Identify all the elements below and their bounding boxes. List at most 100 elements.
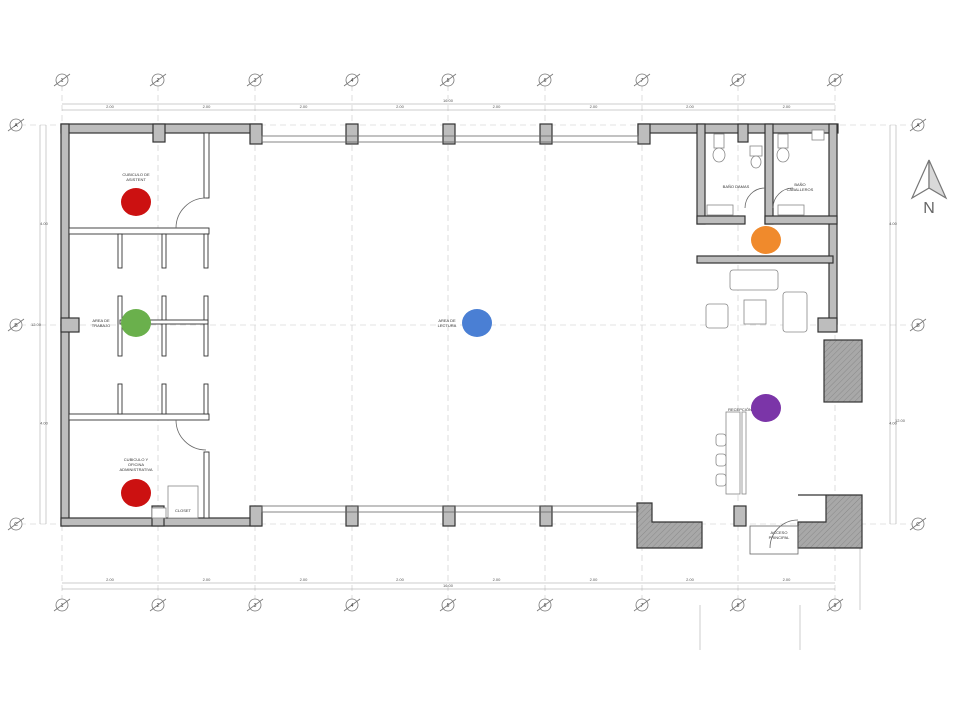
axis-bubble-bottom-1: 1 — [53, 598, 71, 612]
room-label-closet: CLOSET — [175, 508, 192, 513]
svg-text:B: B — [14, 323, 18, 329]
svg-text:5: 5 — [447, 603, 450, 609]
marker-recepcion — [751, 394, 781, 422]
svg-text:7: 7 — [641, 78, 644, 84]
axis-bubble-top-1: 1 — [53, 73, 71, 87]
axis-bubble-bottom-4: 4 — [343, 598, 361, 612]
room-label-recepcion: RECEPCIÓN — [728, 407, 752, 412]
north-label: N — [923, 200, 935, 217]
marker-area-trabajo — [121, 309, 151, 337]
svg-text:6: 6 — [544, 78, 547, 84]
dim-bottom-6: 2.00 — [590, 577, 599, 582]
room-label-bano-damas: BAÑO DAMAS — [723, 184, 750, 189]
dim-top-7: 2.00 — [686, 104, 695, 109]
axis-bubble-bottom-2: 2 — [149, 598, 167, 612]
furniture — [151, 129, 825, 555]
svg-text:A: A — [14, 123, 18, 129]
svg-text:1: 1 — [61, 603, 64, 609]
marker-banos — [751, 226, 781, 254]
dimension-texts: 2.00 2.00 2.00 2.00 2.00 2.00 2.00 2.00 16.00 2.0… — [31, 98, 906, 588]
axis-bubble-right-A: A — [909, 118, 927, 132]
dim-right-2: 4.00 — [889, 421, 898, 426]
exterior-walls — [60, 123, 863, 549]
axis-bubble-left-C: C — [7, 517, 25, 531]
axis-bubble-top-6: 6 — [536, 73, 554, 87]
dim-bottom-2: 2.00 — [203, 577, 212, 582]
svg-text:5: 5 — [447, 78, 450, 84]
dimension-lines — [39, 103, 897, 650]
axis-bubble-top-3: 3 — [246, 73, 264, 87]
dim-top-1: 2.00 — [106, 104, 115, 109]
dim-top-5: 2.00 — [493, 104, 502, 109]
dim-bottom-8: 2.00 — [783, 577, 792, 582]
dim-left-2: 4.00 — [40, 421, 49, 426]
axis-bubble-top-8: 8 — [729, 73, 747, 87]
dim-top-4: 2.00 — [396, 104, 405, 109]
dim-bottom-5: 2.00 — [493, 577, 502, 582]
dim-left-1: 4.00 — [40, 221, 49, 226]
dim-top-6: 2.00 — [590, 104, 599, 109]
svg-text:2: 2 — [157, 603, 160, 609]
grid-lines — [20, 85, 915, 605]
svg-text:8: 8 — [737, 603, 740, 609]
dim-left-total: 12.00 — [31, 322, 42, 327]
marker-cubiculo-oficina — [121, 479, 151, 507]
axis-bubble-right-B: B — [909, 318, 927, 332]
north-arrow-icon: N — [910, 159, 948, 217]
dim-right-total: 12.00 — [895, 418, 906, 423]
dim-bottom-1: 2.00 — [106, 577, 115, 582]
svg-text:9: 9 — [834, 78, 837, 84]
windows — [261, 135, 639, 513]
axis-bubble-top-4: 4 — [343, 73, 361, 87]
axis-bubble-right-C: C — [909, 517, 927, 531]
dim-bottom-3: 2.00 — [300, 577, 309, 582]
svg-text:7: 7 — [641, 603, 644, 609]
svg-text:6: 6 — [544, 603, 547, 609]
axis-bubble-bottom-9: 9 — [826, 598, 844, 612]
location-markers — [121, 188, 781, 507]
svg-text:B: B — [916, 323, 920, 329]
svg-text:A: A — [916, 123, 920, 129]
dim-bottom-total: 16.00 — [443, 583, 454, 588]
dim-top-2: 2.00 — [203, 104, 212, 109]
svg-text:3: 3 — [254, 78, 257, 84]
axis-bubble-bottom-5: 5 — [439, 598, 457, 612]
marker-cubiculo-asistente — [121, 188, 151, 216]
svg-text:9: 9 — [834, 603, 837, 609]
axis-bubble-top-2: 2 — [149, 73, 167, 87]
marker-area-lectura — [462, 309, 492, 337]
axis-bubble-bottom-6: 6 — [536, 598, 554, 612]
dim-top-total: 16.00 — [443, 98, 454, 103]
svg-text:1: 1 — [61, 78, 64, 84]
dim-bottom-4: 2.00 — [396, 577, 405, 582]
interior-partitions — [68, 132, 799, 549]
dim-right-1: 4.00 — [889, 221, 898, 226]
axis-bubble-top-5: 5 — [439, 73, 457, 87]
svg-text:C: C — [14, 522, 18, 528]
dim-top-3: 2.00 — [300, 104, 309, 109]
svg-text:4: 4 — [351, 603, 354, 609]
dim-bottom-7: 2.00 — [686, 577, 695, 582]
dim-top-8: 2.00 — [783, 104, 792, 109]
axis-bubble-bottom-3: 3 — [246, 598, 264, 612]
axis-bubble-top-9: 9 — [826, 73, 844, 87]
axis-bubble-bottom-8: 8 — [729, 598, 747, 612]
axis-bubble-top-7: 7 — [633, 73, 651, 87]
svg-text:2: 2 — [157, 78, 160, 84]
svg-text:3: 3 — [254, 603, 257, 609]
axis-bubble-left-B: B — [7, 318, 25, 332]
axis-bubble-bottom-7: 7 — [633, 598, 651, 612]
svg-text:8: 8 — [737, 78, 740, 84]
svg-text:C: C — [916, 522, 920, 528]
axis-bubble-left-A: A — [7, 118, 25, 132]
svg-text:4: 4 — [351, 78, 354, 84]
